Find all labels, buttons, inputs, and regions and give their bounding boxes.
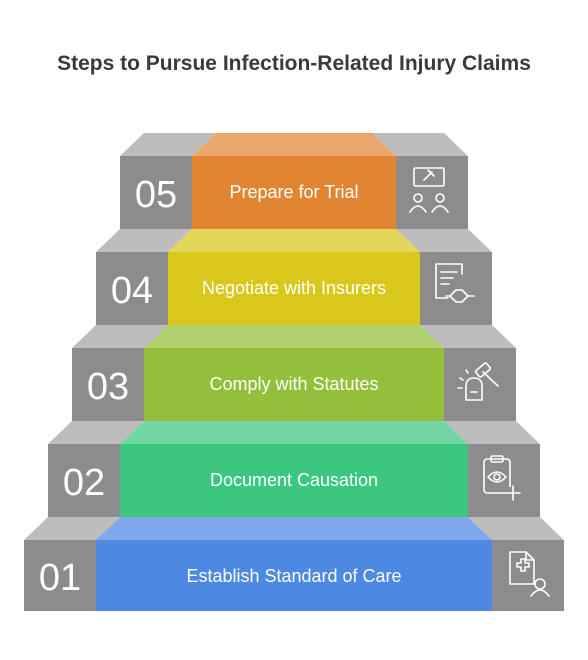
- step-04-right-face: [420, 252, 492, 325]
- step-03-left-top: [72, 325, 168, 348]
- step-04: 04 Negotiate with Insurers: [96, 229, 492, 325]
- step-04-label: Negotiate with Insurers: [202, 278, 386, 298]
- step-03-center-face: [144, 348, 444, 421]
- step-02-right-face: [468, 444, 540, 517]
- step-03-number: 03: [87, 366, 129, 408]
- step-04-number: 04: [111, 270, 153, 312]
- step-04-right-top: [396, 229, 492, 252]
- step-03-label: Comply with Statutes: [209, 374, 378, 394]
- step-02-right-top: [444, 421, 540, 444]
- step-01-number: 01: [39, 557, 81, 599]
- step-05-center-top: [192, 133, 396, 156]
- step-02: 02 Document Causation: [48, 421, 540, 517]
- step-03-right-face: [444, 348, 516, 421]
- step-05-left-top: [120, 133, 216, 156]
- step-03-center-top: [144, 325, 444, 348]
- clipboard-eye-icon: [483, 455, 521, 501]
- step-05-right-face: [396, 156, 468, 229]
- step-01-right-top: [468, 517, 564, 540]
- step-02-label: Document Causation: [210, 470, 378, 490]
- step-01: 01 Establish Standard of Care: [24, 517, 564, 611]
- step-03-left-face: [72, 348, 144, 421]
- step-01-label: Establish Standard of Care: [186, 566, 401, 586]
- step-01-left-top: [24, 517, 120, 540]
- step-01-left-face: [24, 540, 96, 611]
- step-02-left-face: [48, 444, 120, 517]
- step-05-label: Prepare for Trial: [229, 182, 358, 202]
- diagram-title: Steps to Pursue Infection-Related Injury…: [57, 52, 531, 75]
- step-05-left-face: [120, 156, 192, 229]
- contract-handshake-icon: [435, 263, 475, 303]
- step-04-center-top: [168, 229, 420, 252]
- medical-file-user-icon: [509, 551, 550, 597]
- step-05: 05 Prepare for Trial: [120, 133, 468, 229]
- step-05-number: 05: [135, 174, 177, 216]
- step-03: 03 Comply with Statutes: [72, 325, 516, 421]
- step-02-left-top: [48, 421, 144, 444]
- trial-meeting-icon: [409, 167, 449, 213]
- step-01-center-face: [96, 540, 492, 611]
- step-03-right-top: [420, 325, 516, 348]
- step-02-number: 02: [63, 462, 105, 504]
- step-02-center-top: [120, 421, 468, 444]
- step-01-center-top: [96, 517, 492, 540]
- step-04-center-face: [168, 252, 420, 325]
- step-04-left-top: [96, 229, 192, 252]
- step-05-center-face: [192, 156, 396, 229]
- step-05-right-top: [372, 133, 468, 156]
- step-01-right-face: [492, 540, 564, 611]
- gavel-alarm-icon: [457, 362, 499, 401]
- step-04-left-face: [96, 252, 168, 325]
- step-02-center-face: [120, 444, 468, 517]
